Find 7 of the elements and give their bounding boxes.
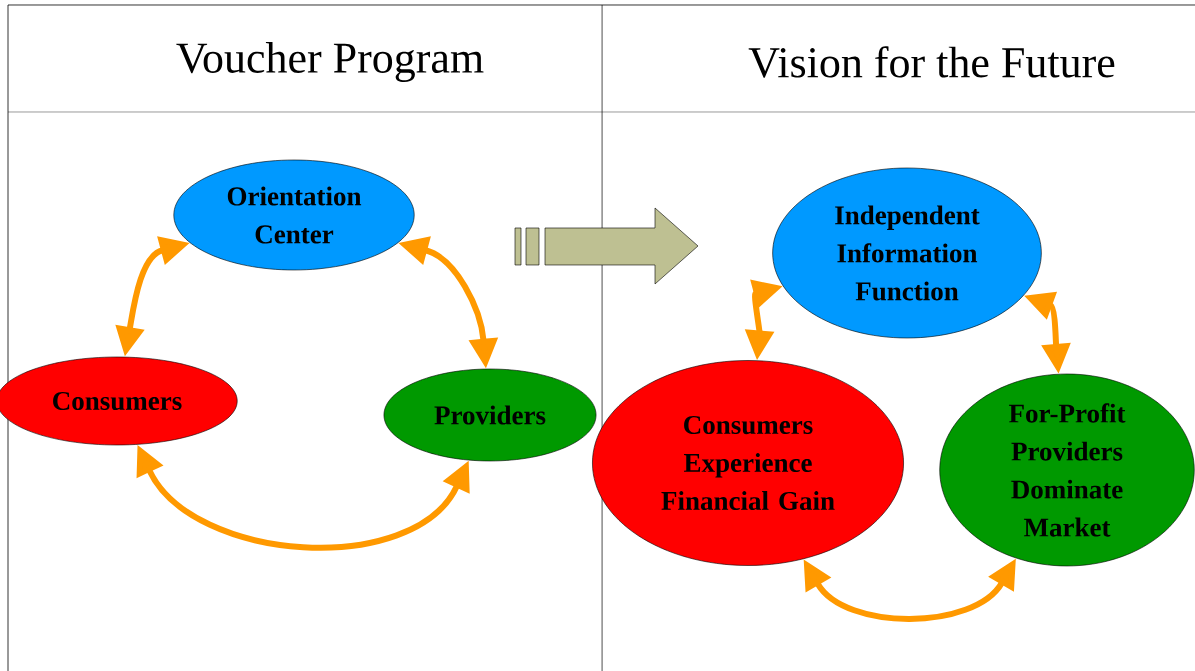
ellipse-node: Providers bbox=[383, 368, 597, 462]
column-heading: Vision for the Future bbox=[748, 46, 1115, 78]
ellipse-node: Consumers Experience Financial Gain bbox=[592, 360, 904, 566]
ellipse-node: For-Profit Providers Dominate Market bbox=[939, 373, 1195, 567]
ellipse-node: Independent Information Function bbox=[772, 167, 1042, 339]
column-heading: Voucher Program bbox=[176, 42, 484, 82]
ellipse-node: Orientation Center bbox=[173, 159, 415, 271]
